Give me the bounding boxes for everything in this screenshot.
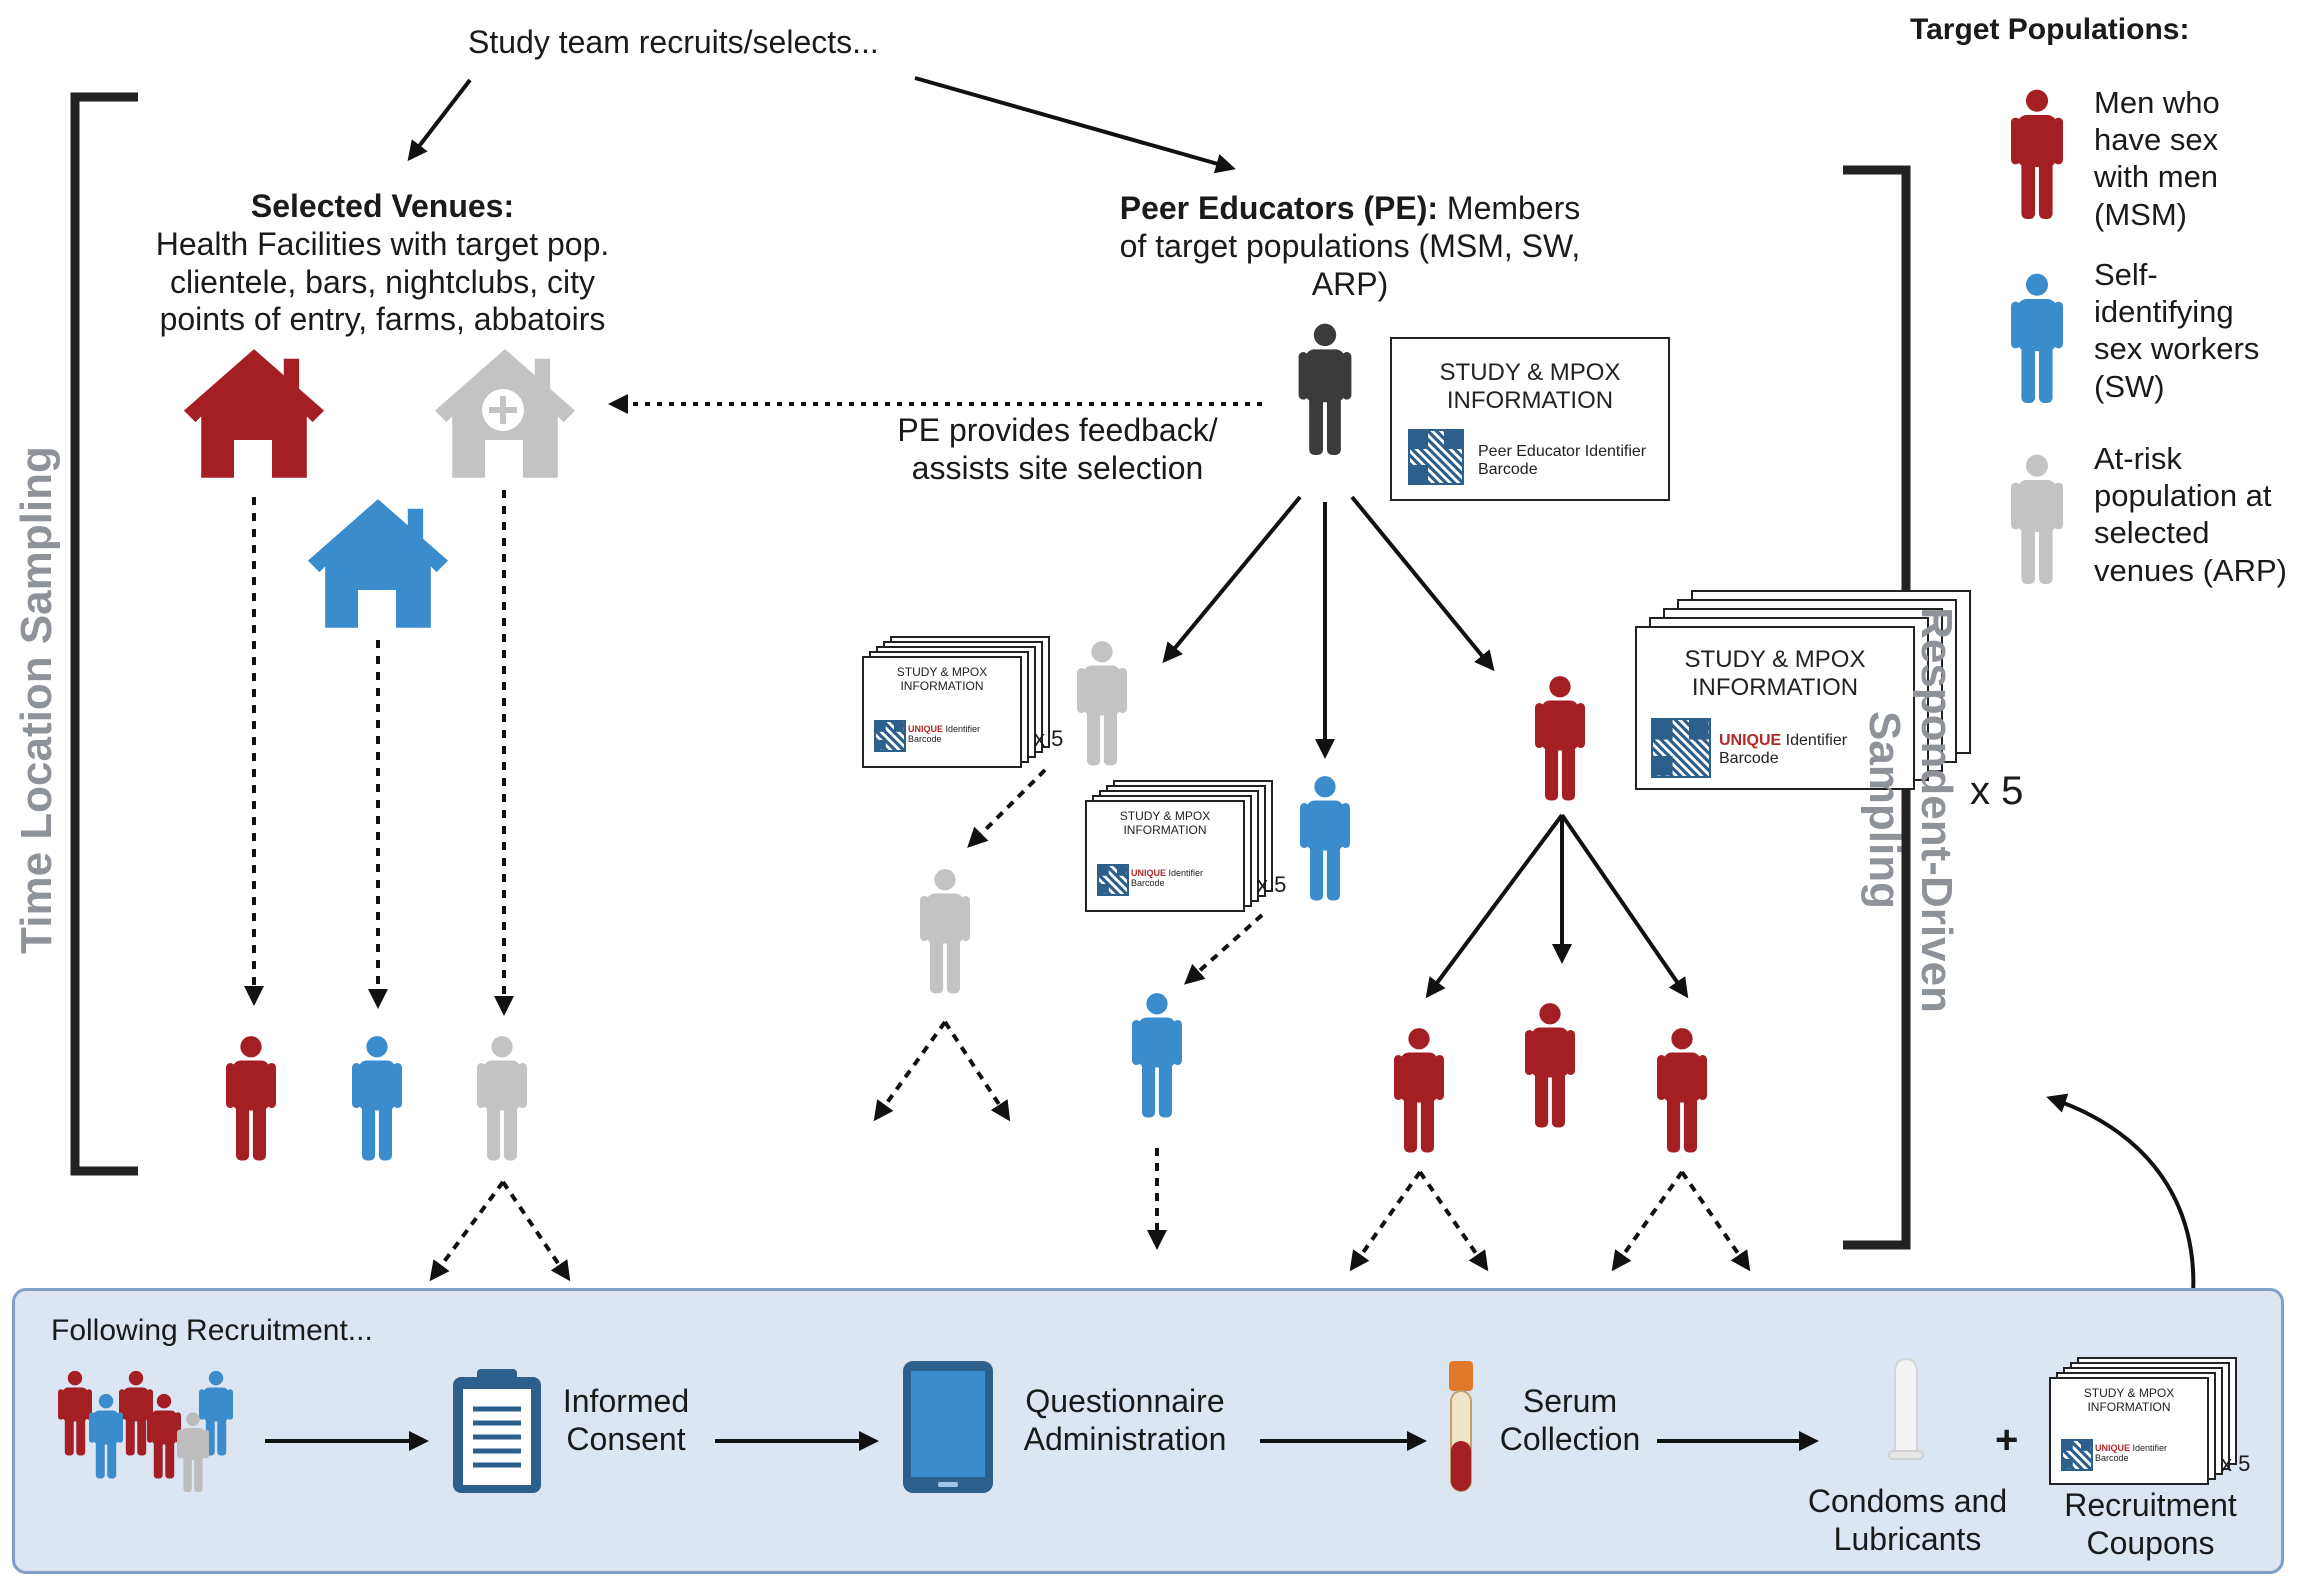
pe-feedback-text: PE provides feedback/ assists site selec… xyxy=(897,412,1218,486)
msm-person-icon xyxy=(1394,1028,1444,1153)
coupon-stack: STUDY & MPOX INFORMATION UNIQUE Identifi… xyxy=(1085,780,1275,912)
arrow-to-venues xyxy=(407,78,472,162)
time-location-sampling-label: Time Location Sampling xyxy=(12,446,61,954)
left-bracket xyxy=(70,92,138,1176)
coupon-stack-large: STUDY & MPOX INFORMATION UNIQUE Identifi… xyxy=(1635,590,1985,820)
coupon-title: STUDY & MPOX INFORMATION xyxy=(896,665,988,693)
pe-card-barcode-label: Peer Educator Identifier Barcode xyxy=(1478,443,1647,479)
arp-person-icon xyxy=(477,1036,527,1161)
sw-person-icon xyxy=(1132,993,1182,1118)
coupon-barcode-label: UNIQUE Identifier Barcode xyxy=(2095,1443,2168,1464)
dashed-branch xyxy=(1418,1170,1489,1272)
step-questionnaire-label: Questionnaire Administration xyxy=(1023,1383,1227,1457)
legend-sw-label: Self-identifying sex workers (SW) xyxy=(2094,257,2260,404)
coupon-title: STUDY & MPOX INFORMATION xyxy=(1119,809,1211,837)
pe-card-title: STUDY & MPOX INFORMATION xyxy=(1439,359,1621,414)
following-recruitment-panel: Following Recruitment... xyxy=(12,1288,2284,1574)
coupon-title: STUDY & MPOX INFORMATION xyxy=(2083,1386,2175,1414)
coupon-multiplier: x 5 xyxy=(1970,769,2024,813)
dashed-branch xyxy=(943,1020,1011,1122)
venues-block: Selected Venues: Health Facilities with … xyxy=(135,188,630,339)
solid-arrow xyxy=(1162,495,1302,664)
solid-arrow xyxy=(1350,495,1495,672)
venues-heading: Selected Venues: xyxy=(250,188,515,224)
gray-clinic-house-icon xyxy=(434,349,576,480)
coupon-multiplier: x 5 xyxy=(2221,1451,2251,1476)
legend-arp-label: At-risk population at selected venues (A… xyxy=(2094,441,2287,588)
coupon-stack: STUDY & MPOX INFORMATION UNIQUE Identifi… xyxy=(862,636,1052,768)
msm-person-icon xyxy=(1657,1028,1707,1153)
legend-arp-icon xyxy=(2011,454,2063,584)
arrow-to-pe xyxy=(914,76,1236,174)
coupon-barcode-label: UNIQUE Identifier Barcode xyxy=(908,724,981,745)
blue-house-icon xyxy=(307,499,449,630)
red-house-icon xyxy=(183,349,325,480)
arp-person-icon xyxy=(1077,641,1127,766)
coupon-multiplier: x 5 xyxy=(1257,872,1287,897)
coupon-barcode-label: UNIQUE Identifier Barcode xyxy=(1719,732,1848,768)
condom-icon xyxy=(1888,1357,1924,1460)
sw-person-icon xyxy=(1300,776,1350,901)
qr-code-icon xyxy=(874,720,906,752)
qr-code-icon xyxy=(1651,718,1711,778)
arp-person-icon xyxy=(920,869,970,994)
coupon-barcode-label: UNIQUE Identifier Barcode xyxy=(1131,868,1204,889)
clipboard-icon xyxy=(453,1369,541,1493)
dashed-branch xyxy=(1349,1170,1422,1272)
msm-person-icon xyxy=(1525,1003,1575,1128)
legend-msm-icon xyxy=(2011,89,2063,220)
panel-heading: Following Recruitment... xyxy=(51,1314,373,1347)
respondent-driven-sampling-label: Respondent-Driven Sampling xyxy=(1860,607,1961,1013)
msm-person-icon xyxy=(226,1036,276,1161)
recruited-group-icon xyxy=(58,1370,233,1492)
dashed-branch xyxy=(429,1180,505,1282)
blood-tube-icon xyxy=(1449,1361,1473,1492)
dashed-branch xyxy=(1611,1170,1684,1272)
step-informed-consent-label: Informed Consent xyxy=(562,1383,690,1457)
pe-info-card: STUDY & MPOX INFORMATION Peer Educator I… xyxy=(1390,337,1670,501)
qr-code-icon xyxy=(1097,864,1129,896)
sw-person-icon xyxy=(352,1036,402,1161)
pe-description: Members of target populations (MSM, SW, … xyxy=(1119,190,1581,302)
legend-msm-label: Men who have sex with men (MSM) xyxy=(2094,85,2220,232)
dashed-branch xyxy=(873,1020,947,1122)
solid-arrow xyxy=(1560,813,1689,999)
dashed-arrow xyxy=(1184,913,1264,985)
step-recruitment-coupons-label: Recruitment Coupons xyxy=(2064,1487,2237,1561)
dashed-branch xyxy=(501,1180,571,1282)
dashed-branch xyxy=(1680,1170,1751,1272)
qr-code-icon xyxy=(1408,429,1464,485)
step-condoms-label: Condoms and Lubricants xyxy=(1807,1483,2008,1557)
plus-sign: + xyxy=(1995,1418,2019,1462)
peer-educator-person-icon xyxy=(1298,323,1352,455)
tablet-icon xyxy=(903,1361,993,1493)
pe-block: Peer Educators (PE): Members of target p… xyxy=(1110,190,1590,303)
step-serum-collection-label: Serum Collection xyxy=(1499,1383,1641,1457)
coupon-title: STUDY & MPOX INFORMATION xyxy=(1684,646,1866,701)
qr-code-icon xyxy=(2061,1439,2093,1471)
pe-heading: Peer Educators (PE): xyxy=(1119,190,1439,226)
panel-graphics xyxy=(58,1357,1924,1493)
coupon-multiplier: x 5 xyxy=(1034,726,1064,751)
msm-person-icon xyxy=(1535,676,1585,801)
coupon-stack-icon: STUDY & MPOX INFORMATION UNIQUE Identifi… xyxy=(2049,1357,2249,1485)
legend-title: Target Populations: xyxy=(1910,13,2190,46)
venues-description: Health Facilities with target pop. clien… xyxy=(155,225,610,338)
recruit-text: Study team recruits/selects... xyxy=(468,24,879,60)
legend-sw-icon xyxy=(2011,273,2063,403)
dashed-arrow xyxy=(967,768,1047,848)
solid-arrow xyxy=(1425,813,1564,999)
